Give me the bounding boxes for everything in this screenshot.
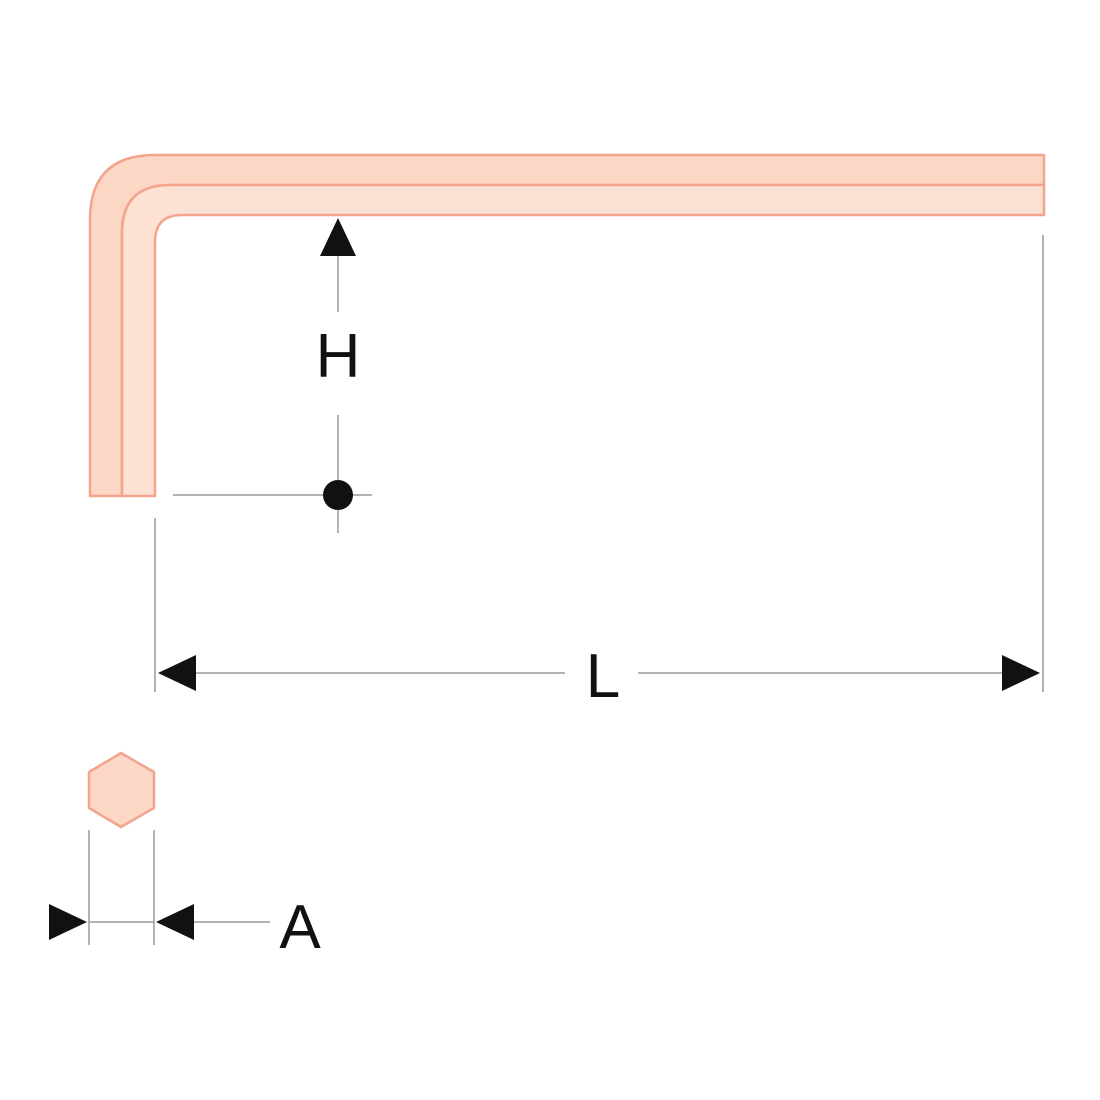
across-flats-dimension: A [49, 830, 321, 962]
across-flats-arrow-left [49, 904, 87, 940]
across-flats-label: A [279, 893, 321, 962]
height-label: H [316, 322, 361, 391]
hexagon-icon [87, 751, 156, 829]
height-arrow-up [320, 218, 356, 256]
across-flats-arrow-right [156, 904, 194, 940]
wrench-inner-face [120, 183, 1046, 498]
length-arrow-left [158, 655, 196, 691]
length-label: L [586, 642, 620, 711]
hex-key-wrench [88, 153, 1046, 498]
height-dimension: H [173, 218, 372, 533]
length-dimension: L [154, 235, 1044, 711]
length-arrow-right [1002, 655, 1040, 691]
center-point-dot [323, 480, 353, 510]
hex-cross-section [87, 751, 156, 829]
